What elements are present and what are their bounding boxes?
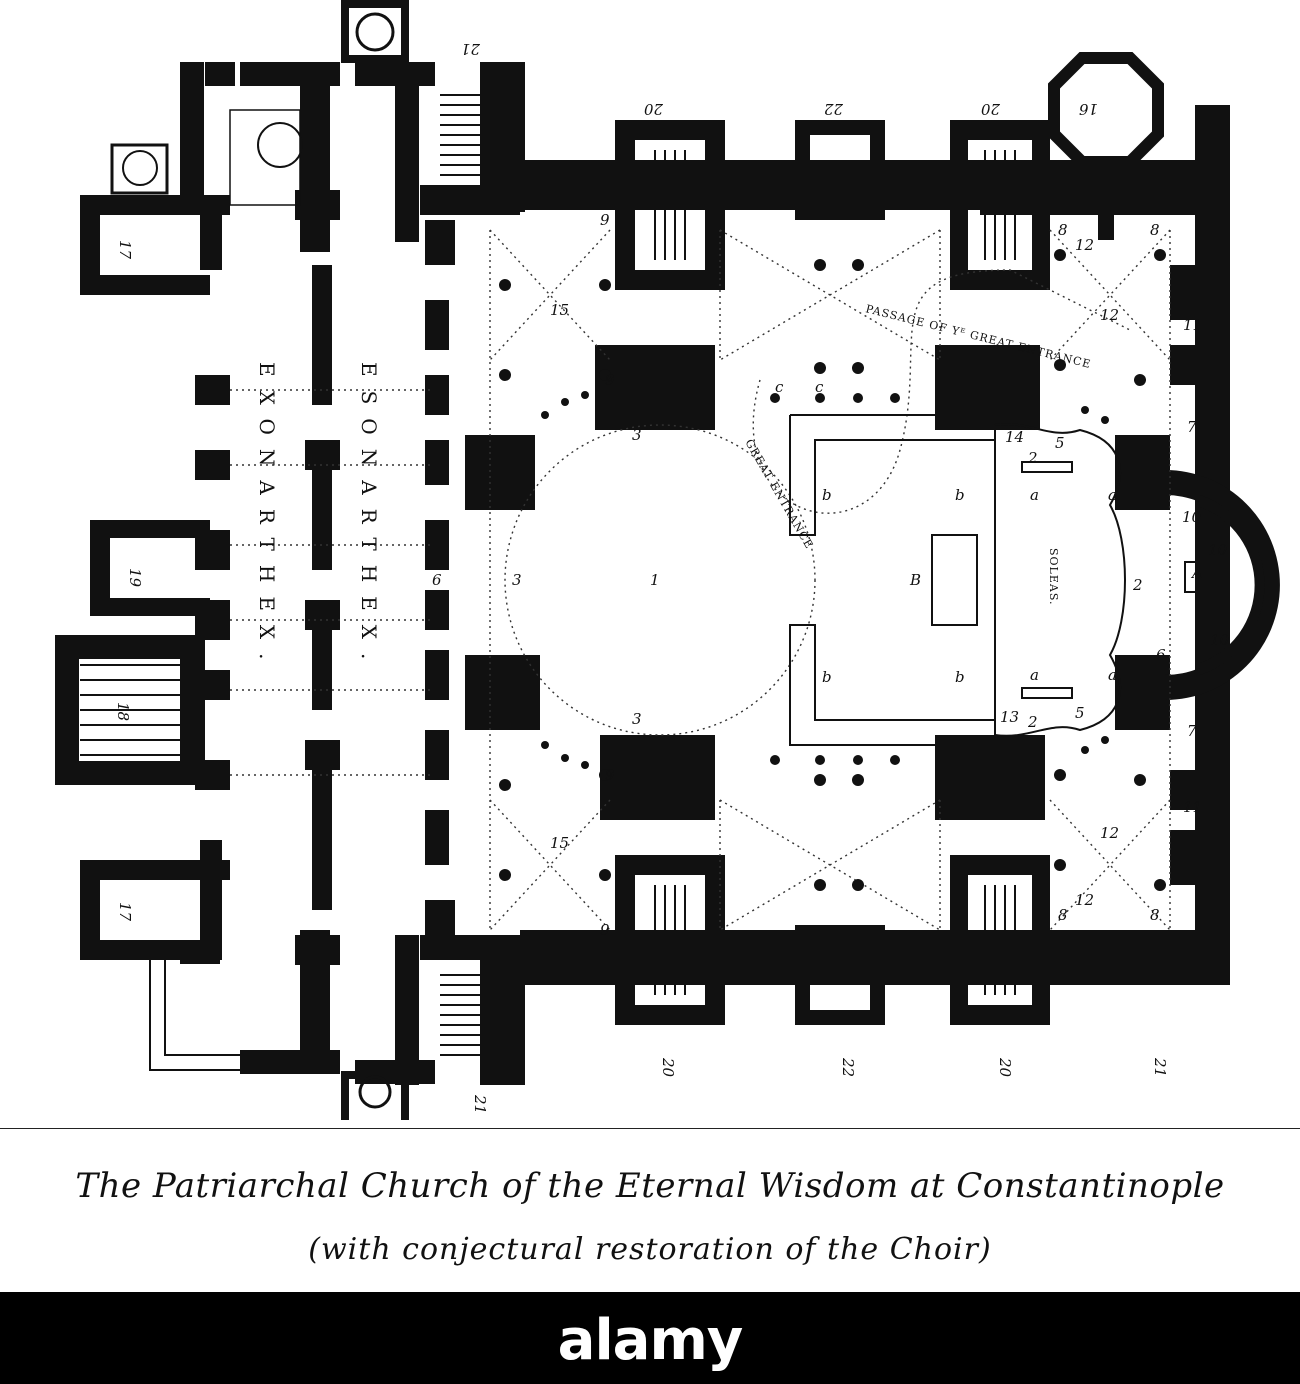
room-12-n: 12 xyxy=(1075,236,1094,254)
room-6-e: 6 xyxy=(1156,646,1166,664)
room-11-s: 11 xyxy=(1183,798,1202,816)
exonarthex-label: EXONARTHEX. xyxy=(255,362,279,674)
octagon-room xyxy=(1048,52,1164,168)
room-9-sw: 9 xyxy=(600,921,610,939)
letter-b-3: b xyxy=(822,668,832,686)
tower-north xyxy=(341,0,409,63)
room-13: 13 xyxy=(1000,708,1019,726)
letter-a-4: a xyxy=(1108,666,1117,684)
room-15-s: 15 xyxy=(550,834,569,852)
room-14: 14 xyxy=(1005,428,1024,446)
room-5-s: 5 xyxy=(1075,704,1085,722)
vault-lines xyxy=(230,229,1171,931)
room-19: 19 xyxy=(126,568,144,588)
room-18: 18 xyxy=(114,702,132,721)
letter-c-1: c xyxy=(775,378,784,396)
room-21-n: 21 xyxy=(461,40,481,58)
stair-treads xyxy=(80,94,1016,1056)
room-8-s2: 8 xyxy=(1150,906,1160,924)
room-20-nw: 20 xyxy=(643,100,664,118)
room-20-sw: 20 xyxy=(659,1057,677,1078)
letter-B: B xyxy=(909,571,921,589)
room-20-se: 20 xyxy=(996,1057,1014,1078)
letter-b-2: b xyxy=(955,486,965,504)
room-3-w: 3 xyxy=(512,571,522,589)
soleas-label: SOLEAS. xyxy=(1047,548,1060,605)
letter-A: A xyxy=(1190,564,1203,582)
room-3-s: 3 xyxy=(632,710,642,728)
room-10-a: 10 xyxy=(1182,508,1202,526)
room-11-n: 11 xyxy=(1183,316,1202,334)
plan-walls xyxy=(55,62,1280,1085)
letter-a-1: a xyxy=(1030,486,1039,504)
letter-a-3: a xyxy=(1030,666,1039,684)
floor-plan: EXONARTHEX. ESONARTHEX. SOLEAS. GREAT EN… xyxy=(55,0,1280,1120)
room-2-n: 2 xyxy=(1027,449,1038,467)
room-9-s: 9 xyxy=(605,766,615,784)
room-10-b: 10 xyxy=(1208,541,1228,559)
room-1: 1 xyxy=(650,571,660,589)
room-21-s: 21 xyxy=(471,1094,489,1114)
room-6-w: 6 xyxy=(432,571,442,589)
room-3-n: 3 xyxy=(632,426,642,444)
room-10-c: 10 xyxy=(1210,631,1230,649)
room-21-se: 21 xyxy=(1151,1057,1169,1077)
floor-plan-drawing: EXONARTHEX. ESONARTHEX. SOLEAS. GREAT EN… xyxy=(55,0,1280,1120)
room-20-ne: 20 xyxy=(980,100,1001,118)
caption-line-2: (with conjectural restoration of the Cho… xyxy=(308,1232,992,1267)
room-7-s: 7 xyxy=(1187,722,1197,740)
room-2-s: 2 xyxy=(1027,713,1038,731)
room-12-s: 12 xyxy=(1075,891,1094,909)
caption-line-1: The Patriarchal Church of the Eternal Wi… xyxy=(75,1166,1225,1206)
room-16: 16 xyxy=(1078,100,1098,118)
room-12-n2: 12 xyxy=(1100,306,1119,324)
room-15-n: 15 xyxy=(550,301,569,319)
tower-south xyxy=(341,1071,409,1120)
room-5-n: 5 xyxy=(1055,434,1065,452)
room-17-s: 17 xyxy=(116,902,134,922)
room-2-e: 2 xyxy=(1132,576,1143,594)
caption-rule xyxy=(0,1128,1300,1129)
choir-enclosure xyxy=(789,414,1208,746)
room-22-s: 22 xyxy=(839,1057,857,1077)
room-9-nw: 9 xyxy=(600,211,610,229)
letter-b-1: b xyxy=(822,486,832,504)
room-8-n: 8 xyxy=(1058,221,1068,239)
room-17-n: 17 xyxy=(116,240,134,260)
columns xyxy=(499,249,1166,891)
great-entrance-label: GREAT ENTRANCE xyxy=(742,437,816,551)
room-8-s: 8 xyxy=(1058,906,1068,924)
letter-a-2: a xyxy=(1108,486,1117,504)
watermark-bar xyxy=(0,1292,1300,1384)
room-12-s2: 12 xyxy=(1100,824,1119,842)
esonarthex-label: ESONARTHEX. xyxy=(357,362,381,673)
letter-c-2: c xyxy=(815,378,824,396)
room-7-n: 7 xyxy=(1187,418,1197,436)
room-22-n: 22 xyxy=(824,100,844,118)
room-9-n: 9 xyxy=(605,371,615,389)
letter-b-4: b xyxy=(955,668,965,686)
alamy-logo: alamy xyxy=(557,1308,744,1373)
room-8-n2: 8 xyxy=(1150,221,1160,239)
